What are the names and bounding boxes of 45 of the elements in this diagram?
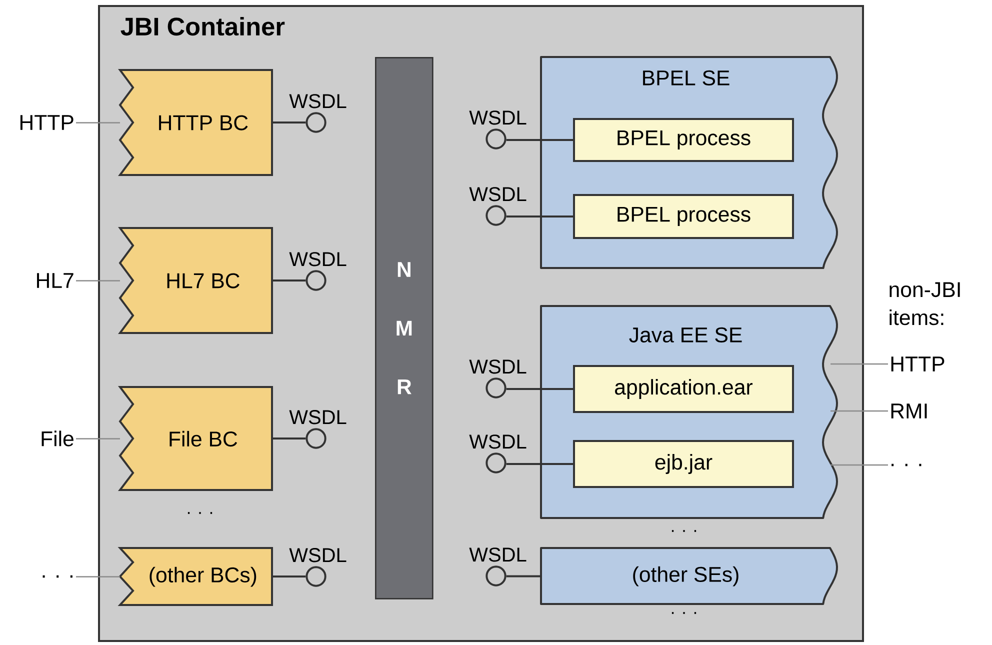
connector-line (830, 410, 888, 412)
protocol-label: HTTP (891, 356, 944, 372)
port-label: WSDL (289, 548, 346, 562)
connector-line (76, 280, 120, 282)
ellipsis-text: . . . (672, 530, 696, 532)
protocol-label: . . . (892, 464, 922, 466)
connector-line (506, 463, 573, 465)
protocol-label: HTTP (20, 115, 74, 130)
artifact-box: BPEL process (573, 118, 794, 162)
binding-component-box: (other BCs) (118, 547, 273, 606)
connector-line (506, 216, 573, 218)
note-text: non-JBI items: (890, 282, 960, 326)
artifact-box: ejb.jar (573, 440, 794, 488)
port-label: WSDL (469, 110, 526, 125)
binding-component-box: HL7 BC (118, 227, 273, 334)
connector-line (506, 388, 573, 390)
binding-component-box: File BC (118, 386, 273, 491)
artifact-box: application.ear (573, 365, 794, 413)
port-label: WSDL (469, 548, 526, 562)
connector-line (830, 363, 888, 365)
connector-line (272, 122, 306, 124)
port-label: WSDL (289, 410, 346, 424)
binding-component-box: HTTP BC (118, 69, 273, 176)
port-label: WSDL (469, 187, 526, 202)
router-bar: N M R (375, 57, 434, 600)
connector-line (830, 464, 888, 466)
connector-line (76, 122, 120, 124)
protocol-label: RMI (891, 404, 927, 418)
protocol-label: . . . (42, 575, 72, 578)
port-label: WSDL (289, 94, 346, 108)
connector-line (272, 576, 306, 578)
connector-line (76, 576, 120, 578)
connector-line (76, 438, 120, 440)
connector-line (272, 438, 306, 440)
port-label: WSDL (469, 360, 526, 374)
service-engine-box: (other SEs) (540, 547, 838, 605)
port-label: WSDL (469, 434, 526, 449)
protocol-label: File (42, 430, 74, 446)
connector-line (272, 280, 306, 282)
port-label: WSDL (289, 252, 346, 266)
connector-line (506, 575, 541, 578)
connector-line (506, 139, 573, 141)
artifact-box: BPEL process (573, 194, 794, 239)
protocol-label: HL7 (37, 273, 74, 288)
ellipsis-text: . . . (188, 512, 212, 514)
